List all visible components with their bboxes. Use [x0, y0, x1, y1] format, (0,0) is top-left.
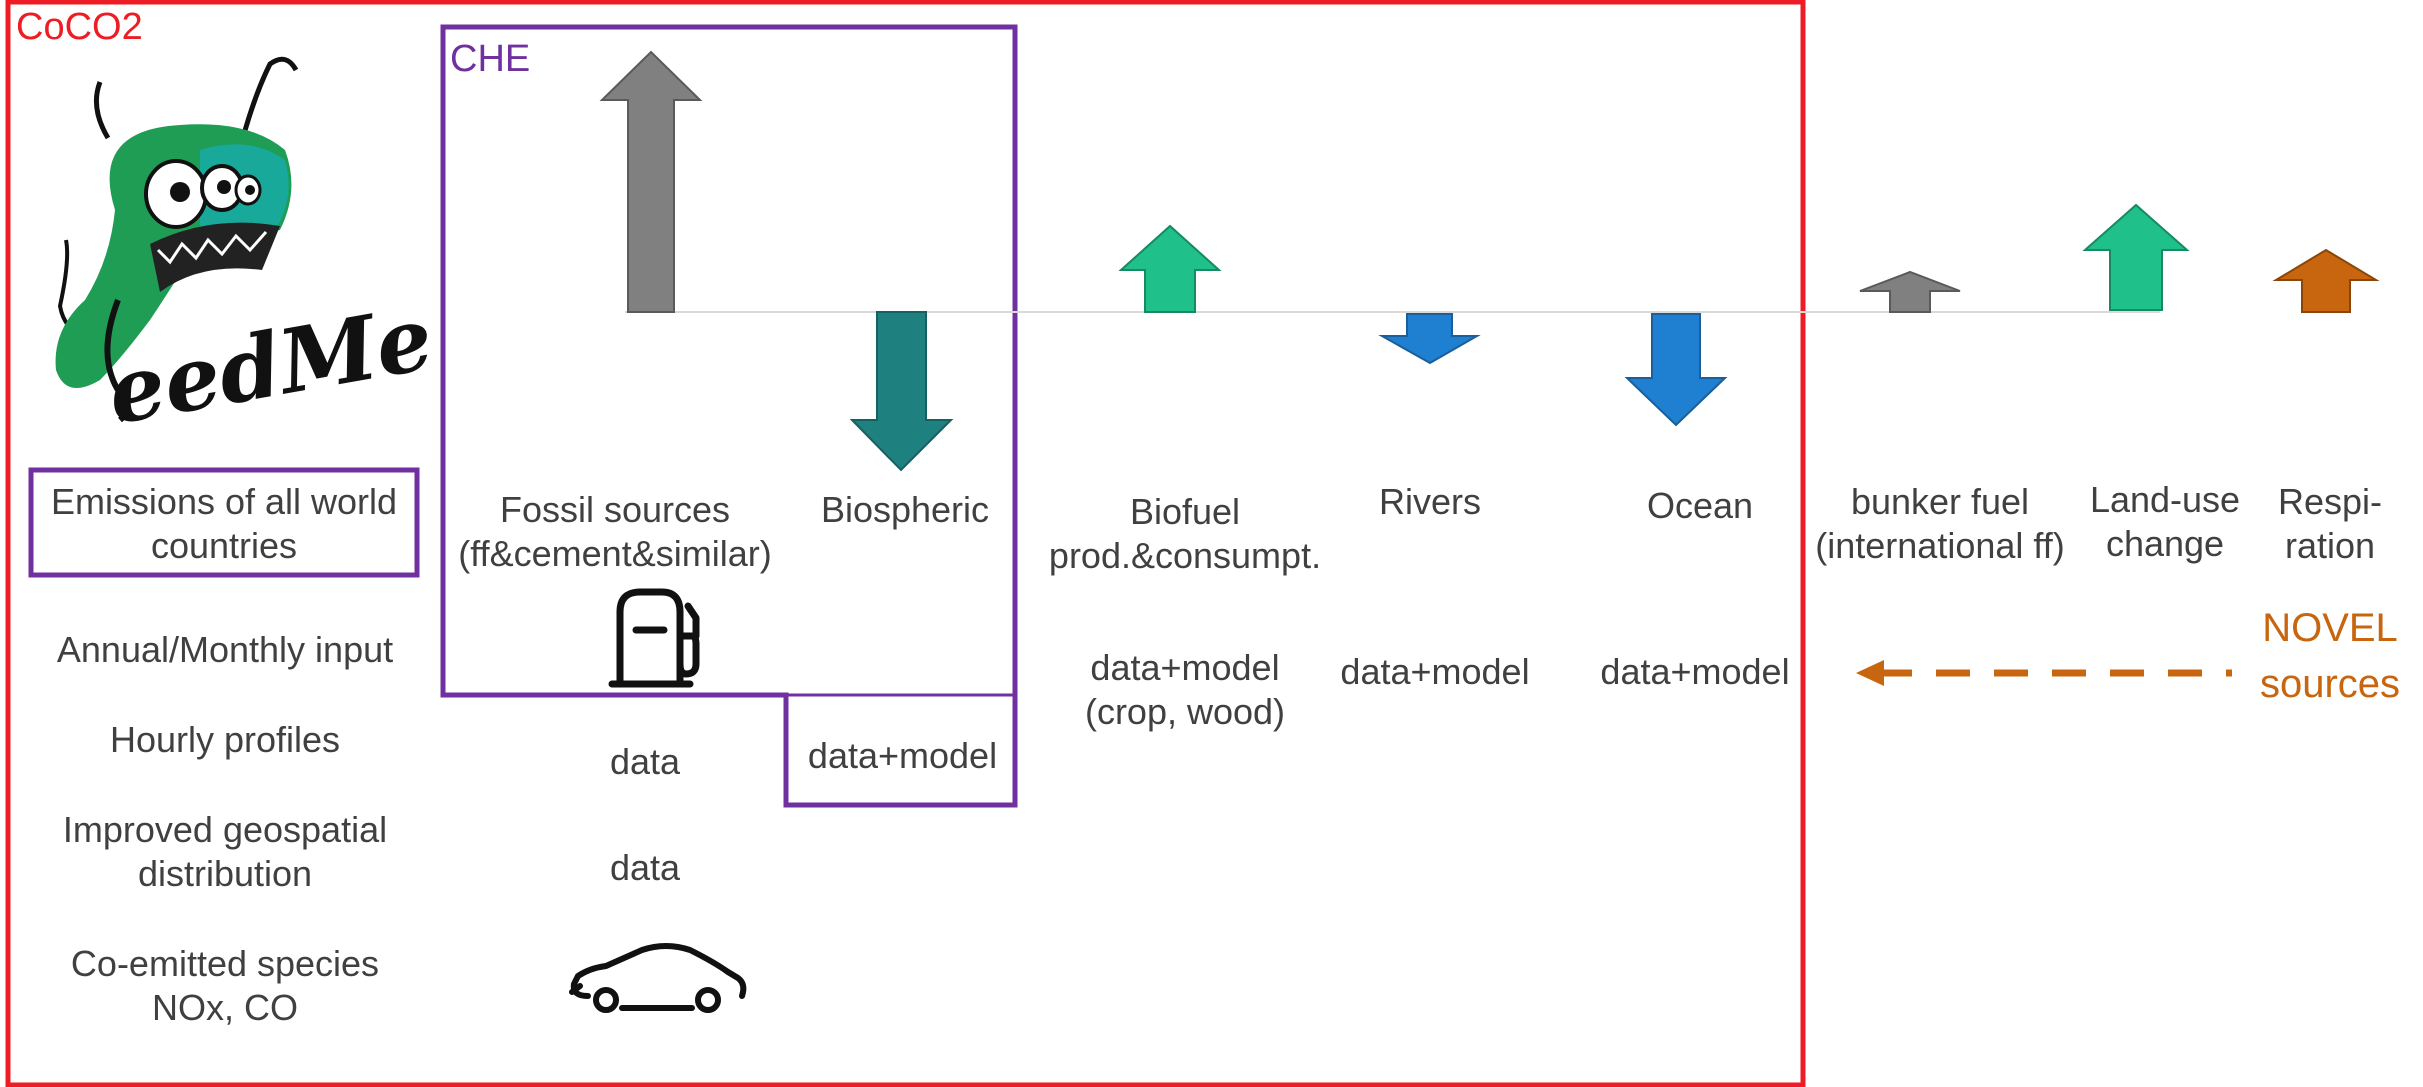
- source-landuse: Land-use change: [2089, 479, 2241, 564]
- che-frame: [440, 24, 1018, 808]
- car-icon: [569, 943, 747, 1013]
- feedme-monster-logo: eedMe: [55, 56, 440, 444]
- novel-arrowhead: [1856, 660, 1884, 686]
- ocean-annual-value: data+model: [1600, 651, 1790, 692]
- fossil-hourly-value: data: [609, 741, 681, 782]
- respiration-up-arrow: [2272, 248, 2380, 313]
- row-emissions: Emissions of all world countries: [50, 481, 398, 566]
- emissions-box: [28, 467, 420, 578]
- coco2-label: CoCO2: [16, 6, 143, 48]
- row-coemitted: Co-emitted species NOx, CO: [70, 943, 380, 1028]
- landuse-up-arrow: [2082, 203, 2190, 311]
- source-biofuel: Biofuel prod.&consumpt.: [1048, 491, 1322, 576]
- fuel-pump-icon: [608, 588, 700, 688]
- biofuel-up-arrow: [1118, 224, 1222, 313]
- biospheric-hourly-value: data+model: [807, 735, 998, 776]
- row-hourly: Hourly profiles: [109, 719, 341, 760]
- bunker-up-arrow: [1859, 270, 1961, 313]
- source-rivers: Rivers: [1378, 481, 1481, 522]
- rivers-annual-value: data+model: [1340, 651, 1530, 692]
- source-fossil: Fossil sources (ff&cement&similar): [458, 489, 772, 574]
- biospheric-down-arrow: [849, 311, 954, 472]
- biofuel-annual-value: data+model (crop, wood): [1084, 647, 1286, 732]
- che-label: CHE: [450, 38, 531, 80]
- row-geospatial: Improved geospatial distribution: [62, 809, 388, 894]
- fossil-geo-value: data: [609, 847, 681, 888]
- source-bunker: bunker fuel (international ff): [1815, 481, 2065, 566]
- row-annual-monthly: Annual/Monthly input: [56, 629, 394, 670]
- source-biospheric: Biospheric: [820, 489, 990, 530]
- source-ocean: Ocean: [1646, 485, 1754, 526]
- novel-sources-label: NOVEL sources: [2259, 606, 2401, 706]
- source-respiration: Respi- ration: [2277, 481, 2383, 566]
- rivers-down-arrow: [1378, 313, 1481, 365]
- ocean-down-arrow: [1624, 313, 1728, 427]
- fossil-up-arrow: [599, 50, 703, 313]
- coco2-frame: [5, 0, 1806, 1087]
